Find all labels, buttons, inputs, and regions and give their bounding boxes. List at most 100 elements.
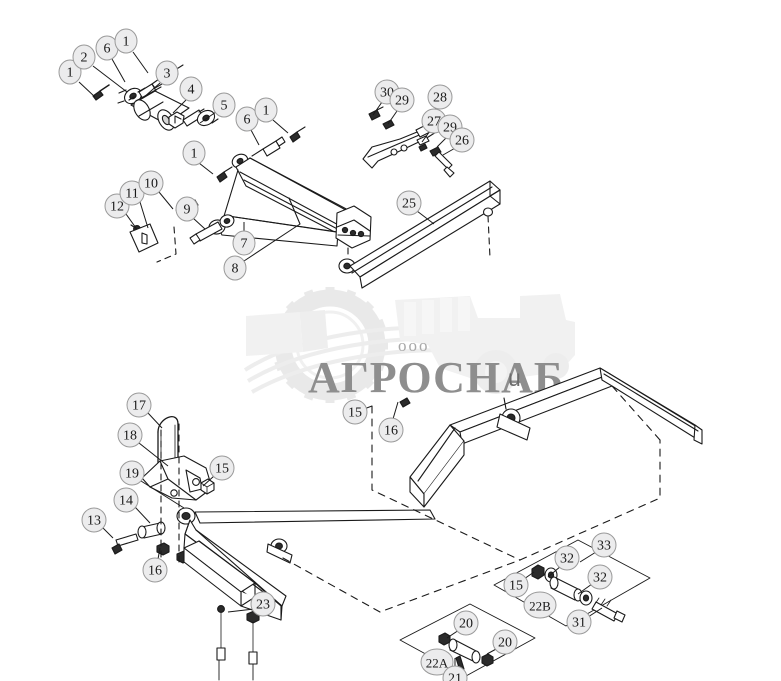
callout-bubble-13[interactable]: 13: [81, 507, 107, 533]
callout-label: 26: [455, 134, 469, 149]
callout-label: 14: [119, 494, 133, 509]
callout-bubble-20[interactable]: 20: [453, 610, 479, 636]
callout-label: 16: [148, 564, 162, 579]
callout-bubble-19[interactable]: 19: [119, 460, 145, 486]
callout-bubble-9[interactable]: 9: [175, 196, 199, 222]
callout-leader-line: [577, 583, 593, 595]
callout-bubble-11[interactable]: 11: [119, 180, 145, 206]
callout-bubble-16[interactable]: 16: [378, 417, 404, 443]
callout-label: 25: [402, 197, 416, 212]
callout-bubble-17[interactable]: 17: [126, 392, 152, 418]
callout-bubble-14[interactable]: 14: [113, 487, 139, 513]
callout-label: 18: [123, 429, 137, 444]
callout-bubble-23[interactable]: 23: [250, 591, 276, 617]
callout-bubble-1[interactable]: 1: [182, 140, 206, 166]
callout-bubble-26[interactable]: 26: [449, 127, 475, 153]
lower-left-frame: [183, 509, 436, 681]
callout-label: 28: [433, 91, 447, 106]
callout-leader-line: [227, 608, 255, 613]
callout-label: 6: [104, 42, 111, 57]
callout-bubble-22a[interactable]: 22A: [420, 648, 454, 676]
callout-label: 15: [348, 406, 362, 421]
callout-leader-line: [158, 191, 174, 210]
callout-bubble-21[interactable]: 21: [442, 665, 468, 681]
callout-label: 15: [509, 579, 523, 594]
callout-label: 33: [597, 539, 611, 554]
callout-leader-line: [579, 551, 597, 563]
callout-label: 1: [67, 66, 74, 81]
callout-bubble-6[interactable]: 6: [235, 106, 259, 132]
callout-leader-line: [587, 607, 603, 618]
callout-bubble-15[interactable]: 15: [209, 455, 235, 481]
callout-leader-line: [157, 547, 161, 560]
gear-icon: [272, 287, 388, 403]
callout-leader-line: [78, 81, 96, 98]
callout-label: 12: [110, 200, 124, 215]
callout-leader-line: [140, 480, 185, 509]
callout-label: 32: [593, 571, 607, 586]
callout-bubble-2[interactable]: 2: [72, 44, 96, 70]
callout-leader-line: [125, 213, 137, 229]
long-beam-25: [349, 180, 501, 289]
callout-bubble-28[interactable]: 28: [427, 84, 453, 110]
callout-leader-line: [199, 111, 217, 124]
callout-bubble-3[interactable]: 3: [155, 60, 179, 86]
right-frame-assembly: [282, 367, 703, 613]
callout-bubble-32[interactable]: 32: [554, 545, 580, 571]
callout-leader-line: [192, 217, 206, 230]
callout-bubble-4[interactable]: 4: [179, 76, 203, 102]
callout-label: 3: [164, 67, 171, 82]
callout-leader-line: [243, 223, 301, 262]
callout-label: 1: [263, 104, 270, 119]
callout-bubble-16[interactable]: 16: [142, 557, 168, 583]
callout-bubble-1[interactable]: 1: [58, 59, 82, 85]
callout-leader-line: [387, 110, 398, 125]
callout-label: 32: [560, 552, 574, 567]
callout-bubble-22b[interactable]: 22B: [523, 591, 557, 619]
harvester-silhouette: [246, 294, 575, 394]
callout-bubble-15[interactable]: 15: [503, 572, 529, 598]
callout-bubble-8[interactable]: 8: [223, 255, 247, 281]
callout-bubble-10[interactable]: 10: [138, 170, 164, 196]
callout-bubble-29[interactable]: 29: [389, 87, 415, 113]
callout-label: 1: [123, 35, 130, 50]
callout-bubble-15[interactable]: 15: [342, 399, 368, 425]
callout-label: 4: [188, 83, 195, 98]
callout-bubble-31[interactable]: 31: [566, 609, 592, 635]
callout-bubble-5[interactable]: 5: [212, 92, 236, 118]
callout-label: 16: [384, 424, 398, 439]
callout-bubble-1[interactable]: 1: [114, 28, 138, 54]
callout-bubble-1[interactable]: 1: [254, 97, 278, 123]
callout-label: 9: [184, 203, 191, 218]
callout-leader-line: [436, 137, 447, 148]
callout-label: 5: [221, 99, 228, 114]
callout-label: 22B: [529, 599, 551, 614]
callout-leader-line: [547, 565, 562, 578]
callout-bubble-18[interactable]: 18: [117, 422, 143, 448]
callout-leader-line: [102, 527, 114, 539]
callout-label: 10: [144, 177, 158, 192]
callout-leader-line: [372, 101, 383, 116]
callout-leader-line: [392, 401, 399, 420]
callout-leader-line: [138, 442, 169, 467]
callout-leader-line: [272, 119, 289, 134]
callout-bubble-25[interactable]: 25: [396, 190, 422, 216]
field-swoosh: [243, 325, 485, 394]
callout-label: 13: [87, 514, 101, 529]
callout-bubble-7[interactable]: 7: [232, 230, 256, 256]
callout-label: 21: [448, 672, 462, 681]
callout-leader-line: [111, 58, 126, 83]
callout-leader-line: [421, 130, 431, 143]
callout-label: 1: [191, 147, 198, 162]
callout-bubble-20[interactable]: 20: [492, 629, 518, 655]
callout-leader-line: [139, 201, 149, 229]
callout-bubble-33[interactable]: 33: [591, 532, 617, 558]
detail-box-22a: [399, 603, 536, 677]
callout-leader-line: [172, 99, 187, 114]
callout-bubble-32[interactable]: 32: [587, 564, 613, 590]
callout-label: 29: [395, 94, 409, 109]
